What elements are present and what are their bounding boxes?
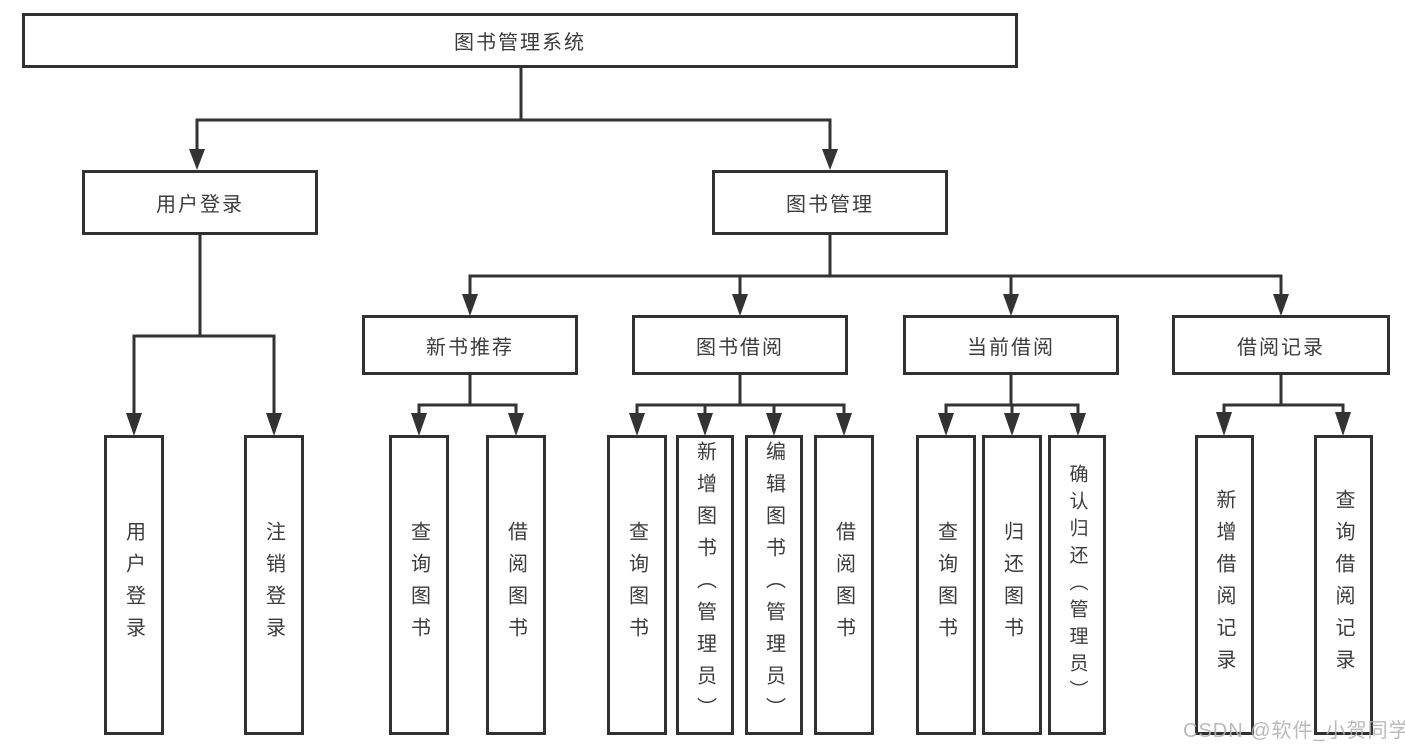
leaf-add-borrow-record: 新增借阅记录: [1195, 435, 1254, 735]
connector-current-borrow: [938, 375, 1086, 436]
connector-book-borrow: [629, 375, 852, 436]
csdn-watermark: CSDN @软件_小贺同学: [1183, 720, 1405, 742]
leaf-query-books-recommend: 查询图书: [389, 435, 449, 735]
node-book-mgmt: 图书管理: [712, 170, 948, 235]
leaf-query-borrow-record: 查询借阅记录: [1314, 435, 1373, 735]
leaf-borrow-books-recommend: 借阅图书: [486, 435, 546, 735]
node-user-login: 用户登录: [82, 170, 318, 235]
connector-new-book-recommend: [411, 375, 524, 436]
leaf-edit-books-admin: 编辑图书（管理员）: [745, 435, 803, 735]
node-root: 图书管理系统: [22, 13, 1018, 68]
node-borrow-records: 借阅记录: [1172, 315, 1390, 375]
leaf-return-books: 归还图书: [982, 435, 1042, 735]
node-book-borrow: 图书借阅: [632, 315, 848, 375]
connector-book-mgmt: [462, 235, 1289, 316]
leaf-query-books-current: 查询图书: [916, 435, 976, 735]
leaf-user-login: 用户登录: [104, 435, 164, 735]
leaf-borrow-books: 借阅图书: [814, 435, 874, 735]
leaf-logout: 注销登录: [244, 435, 304, 735]
connector-borrow-records: [1216, 375, 1351, 436]
leaf-confirm-return-admin: 确认归还（管理员）: [1048, 435, 1106, 735]
leaf-add-books-admin: 新增图书（管理员）: [676, 435, 734, 735]
connector-root: [189, 68, 838, 170]
node-new-book-recommend: 新书推荐: [362, 315, 578, 375]
node-current-borrow: 当前借阅: [903, 315, 1119, 375]
connector-user-login: [126, 235, 282, 436]
leaf-query-books-borrow: 查询图书: [607, 435, 667, 735]
